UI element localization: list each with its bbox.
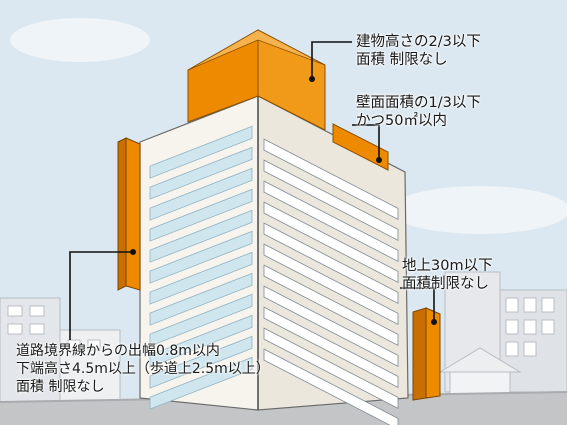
projecting-sign-label-line3: 面積 制限なし [16, 379, 105, 395]
ground-sign-label-line1: 地上30m以下 [402, 258, 493, 274]
rooftop-sign [187, 29, 326, 131]
ground-pole-sign [412, 307, 441, 401]
window-band-side [263, 306, 399, 389]
window-band-side [263, 285, 399, 368]
window-band-front [149, 146, 253, 200]
leader-lines [69, 41, 435, 340]
leader-dots [130, 76, 437, 325]
window-band-front [149, 272, 253, 326]
leader-dot [309, 76, 315, 82]
rooftop-sign-label-line1: 建物高さの2/3以下 [356, 34, 481, 50]
rooftop-sign-label-line2: 面積 制限なし [356, 52, 448, 68]
window-band-side [263, 180, 399, 263]
wall-sign-label-line2: かつ50㎡以内 [356, 113, 447, 129]
window-band-front [149, 251, 253, 305]
ground-sign-label-line2: 面積制限なし [402, 276, 489, 292]
wall-sign-label-line1: 壁面面積の1/3以下 [356, 95, 481, 111]
rooftop-sign-top [187, 29, 326, 71]
window-band-side [263, 201, 399, 284]
leader-rooftop [311, 41, 352, 79]
leader-projecting [69, 251, 133, 340]
rooftop-sign-label: 建物高さの2/3以下 面積 制限なし [356, 33, 481, 69]
background-buildings-right [438, 271, 567, 398]
wall-sign [332, 123, 389, 171]
window-band-front [149, 314, 253, 368]
window-band-front [149, 167, 253, 221]
window-band-front [149, 293, 253, 347]
window-band-front [149, 188, 253, 242]
leader-wall [352, 124, 380, 160]
window-band-front [149, 230, 253, 284]
wall-sign-label: 壁面面積の1/3以下 かつ50㎡以内 [356, 94, 481, 130]
projecting-sign-label-line2: 下端高さ4.5m以上（歩道上2.5m以上） [16, 361, 270, 377]
window-band-side [263, 264, 399, 347]
window-band-side [263, 327, 399, 410]
window-band-front [149, 125, 253, 179]
window-band-front [149, 209, 253, 263]
cloud [390, 186, 567, 234]
projecting-sign-label: 道路境界線からの出幅0.8m以内 下端高さ4.5m以上（歩道上2.5m以上） 面… [16, 342, 270, 396]
building-windows [149, 125, 399, 425]
window-band-side [263, 348, 399, 425]
projecting-sign-label-line1: 道路境界線からの出幅0.8m以内 [16, 343, 220, 359]
leader-dot [130, 249, 136, 255]
projecting-sign [117, 137, 141, 291]
window-band-side [263, 243, 399, 326]
window-band-side [263, 222, 399, 305]
window-band-side [263, 138, 399, 221]
leader-dot [376, 157, 382, 163]
window-band-front [149, 356, 253, 410]
cloud [10, 18, 150, 62]
main-building [139, 95, 409, 425]
window-band-side [263, 159, 399, 242]
window-band-front [149, 335, 253, 389]
leader-dot [431, 319, 437, 325]
leader-ground [400, 287, 435, 322]
ground-sign-label: 地上30m以下 面積制限なし [402, 257, 493, 293]
